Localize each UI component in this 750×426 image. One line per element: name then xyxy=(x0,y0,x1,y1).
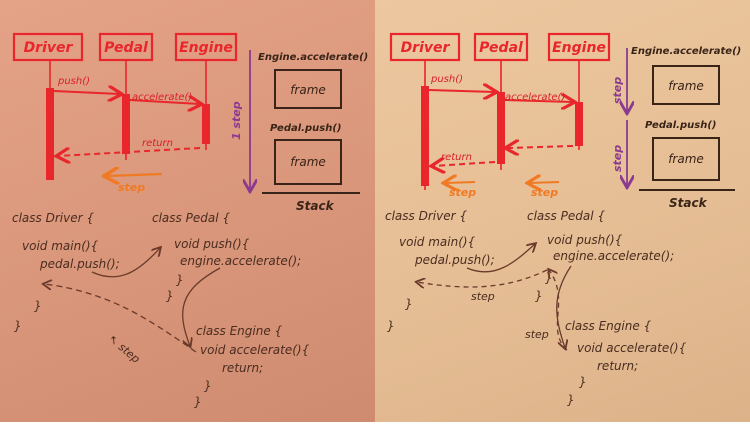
driver-close-2-r: } xyxy=(387,319,395,333)
return-flow-arrow-r1 xyxy=(549,270,568,351)
push-arrow xyxy=(53,91,120,94)
frame-label-bottom: frame xyxy=(290,155,326,169)
return-arrow-r1 xyxy=(507,146,574,148)
driver-activation xyxy=(46,88,54,180)
step-arrow xyxy=(106,174,163,176)
accelerate-message-r: accelerate() xyxy=(505,92,565,103)
driver-class: class Driver { xyxy=(12,211,94,225)
driver-close-2: } xyxy=(14,319,22,333)
pedal-label-r: Pedal xyxy=(479,40,523,56)
engine-return-r: return; xyxy=(597,359,638,373)
code-step-label-r1: step xyxy=(471,290,495,303)
pedal-close-2-r: } xyxy=(535,289,543,303)
frame-box-bottom xyxy=(274,139,342,185)
driver-box xyxy=(12,32,84,62)
driver-close-1-r: } xyxy=(405,297,413,311)
driver-label-r: Driver xyxy=(401,40,451,56)
step-label: step xyxy=(118,181,145,194)
engine-label-r: Engine xyxy=(552,40,606,56)
driver-class-r: class Driver { xyxy=(385,209,467,223)
diagram-left: Driver Pedal Engine push() accelerate() … xyxy=(12,32,368,409)
driver-activation-r xyxy=(421,86,429,186)
engine-activation xyxy=(202,104,210,144)
step-arrow-r2 xyxy=(529,182,560,183)
return-flow-arrow-r2 xyxy=(417,269,548,287)
driver-label: Driver xyxy=(24,40,74,56)
step-label-r1: step xyxy=(449,186,476,199)
return-flow-arrow xyxy=(44,284,197,353)
stack-step-r1: step xyxy=(611,77,624,104)
code-step-label-r2: step xyxy=(525,328,549,341)
frame-method-bottom: Pedal.push() xyxy=(270,123,341,134)
call-arrow-accelerate xyxy=(182,267,221,346)
accelerate-arrow xyxy=(129,100,200,104)
frame-method-top-r: Engine.accelerate() xyxy=(631,46,741,57)
engine-activation-r xyxy=(575,102,583,146)
driver-main: void main(){ xyxy=(22,239,99,253)
frame-box-bottom-r xyxy=(652,137,720,181)
pedal-class: class Pedal { xyxy=(152,211,230,225)
driver-close-1: } xyxy=(34,299,42,313)
engine-accelerate-r: void accelerate(){ xyxy=(577,341,687,355)
stack-label: Stack xyxy=(296,199,335,213)
stack-step-r2: step xyxy=(611,145,624,172)
pedal-close-1-r: } xyxy=(545,271,553,285)
accelerate-message: accelerate() xyxy=(132,92,192,103)
return-message: return xyxy=(142,138,173,149)
engine-close-1: } xyxy=(204,379,212,393)
engine-close-1-r: } xyxy=(579,375,587,389)
engine-class-r: class Engine { xyxy=(565,319,652,333)
accelerate-arrow-r xyxy=(504,100,573,102)
pedal-activation xyxy=(122,94,130,154)
frame-method-bottom-r: Pedal.push() xyxy=(645,120,716,131)
pedal-close-1: } xyxy=(176,273,184,287)
driver-call: pedal.push(); xyxy=(39,257,120,271)
engine-accelerate: void accelerate(){ xyxy=(200,343,310,357)
return-arrow-r2 xyxy=(433,162,496,166)
pedal-label: Pedal xyxy=(104,40,148,56)
frame-label-top-r: frame xyxy=(668,79,704,93)
call-arrow-push-r xyxy=(466,244,535,273)
pedal-push: void push(){ xyxy=(174,237,250,251)
engine-class: class Engine { xyxy=(196,324,283,338)
pedal-close-2: } xyxy=(166,289,174,303)
frame-box-top xyxy=(274,69,342,109)
return-message-r: return xyxy=(441,152,472,163)
return-arrow xyxy=(58,147,201,156)
stack-label-r: Stack xyxy=(669,196,708,210)
call-arrow-accelerate-r xyxy=(556,265,572,348)
panel-right: Driver Pedal Engine push() accelerate() … xyxy=(375,0,750,422)
frame-method-top: Engine.accelerate() xyxy=(258,52,368,63)
push-message: push() xyxy=(57,76,90,87)
panel-left: Driver Pedal Engine push() accelerate() … xyxy=(0,0,375,422)
pedal-push-r: void push(){ xyxy=(547,233,623,247)
push-arrow-r xyxy=(428,90,495,92)
engine-label: Engine xyxy=(179,40,233,56)
frame-label-bottom-r: frame xyxy=(668,152,704,166)
engine-close-2: } xyxy=(194,395,202,409)
step-label-r2: step xyxy=(531,186,558,199)
call-arrow-push xyxy=(91,248,160,278)
step-arrow-r1 xyxy=(445,182,476,183)
frame-label-top: frame xyxy=(290,83,326,97)
driver-main-r: void main(){ xyxy=(399,235,476,249)
pedal-activation-r xyxy=(497,92,505,164)
code-step-label: ↖ step xyxy=(106,332,142,365)
frame-box-top-r xyxy=(652,65,720,105)
stack-step-label: 1 step xyxy=(230,101,243,140)
engine-return: return; xyxy=(222,361,263,375)
pedal-call-r: engine.accelerate(); xyxy=(553,249,674,263)
engine-close-2-r: } xyxy=(567,393,575,407)
diagram-right: Driver Pedal Engine push() accelerate() … xyxy=(385,32,741,407)
driver-call-r: pedal.push(); xyxy=(414,253,495,267)
pedal-call: engine.accelerate(); xyxy=(180,254,301,268)
push-message-r: push() xyxy=(430,74,463,85)
pedal-class-r: class Pedal { xyxy=(527,209,605,223)
